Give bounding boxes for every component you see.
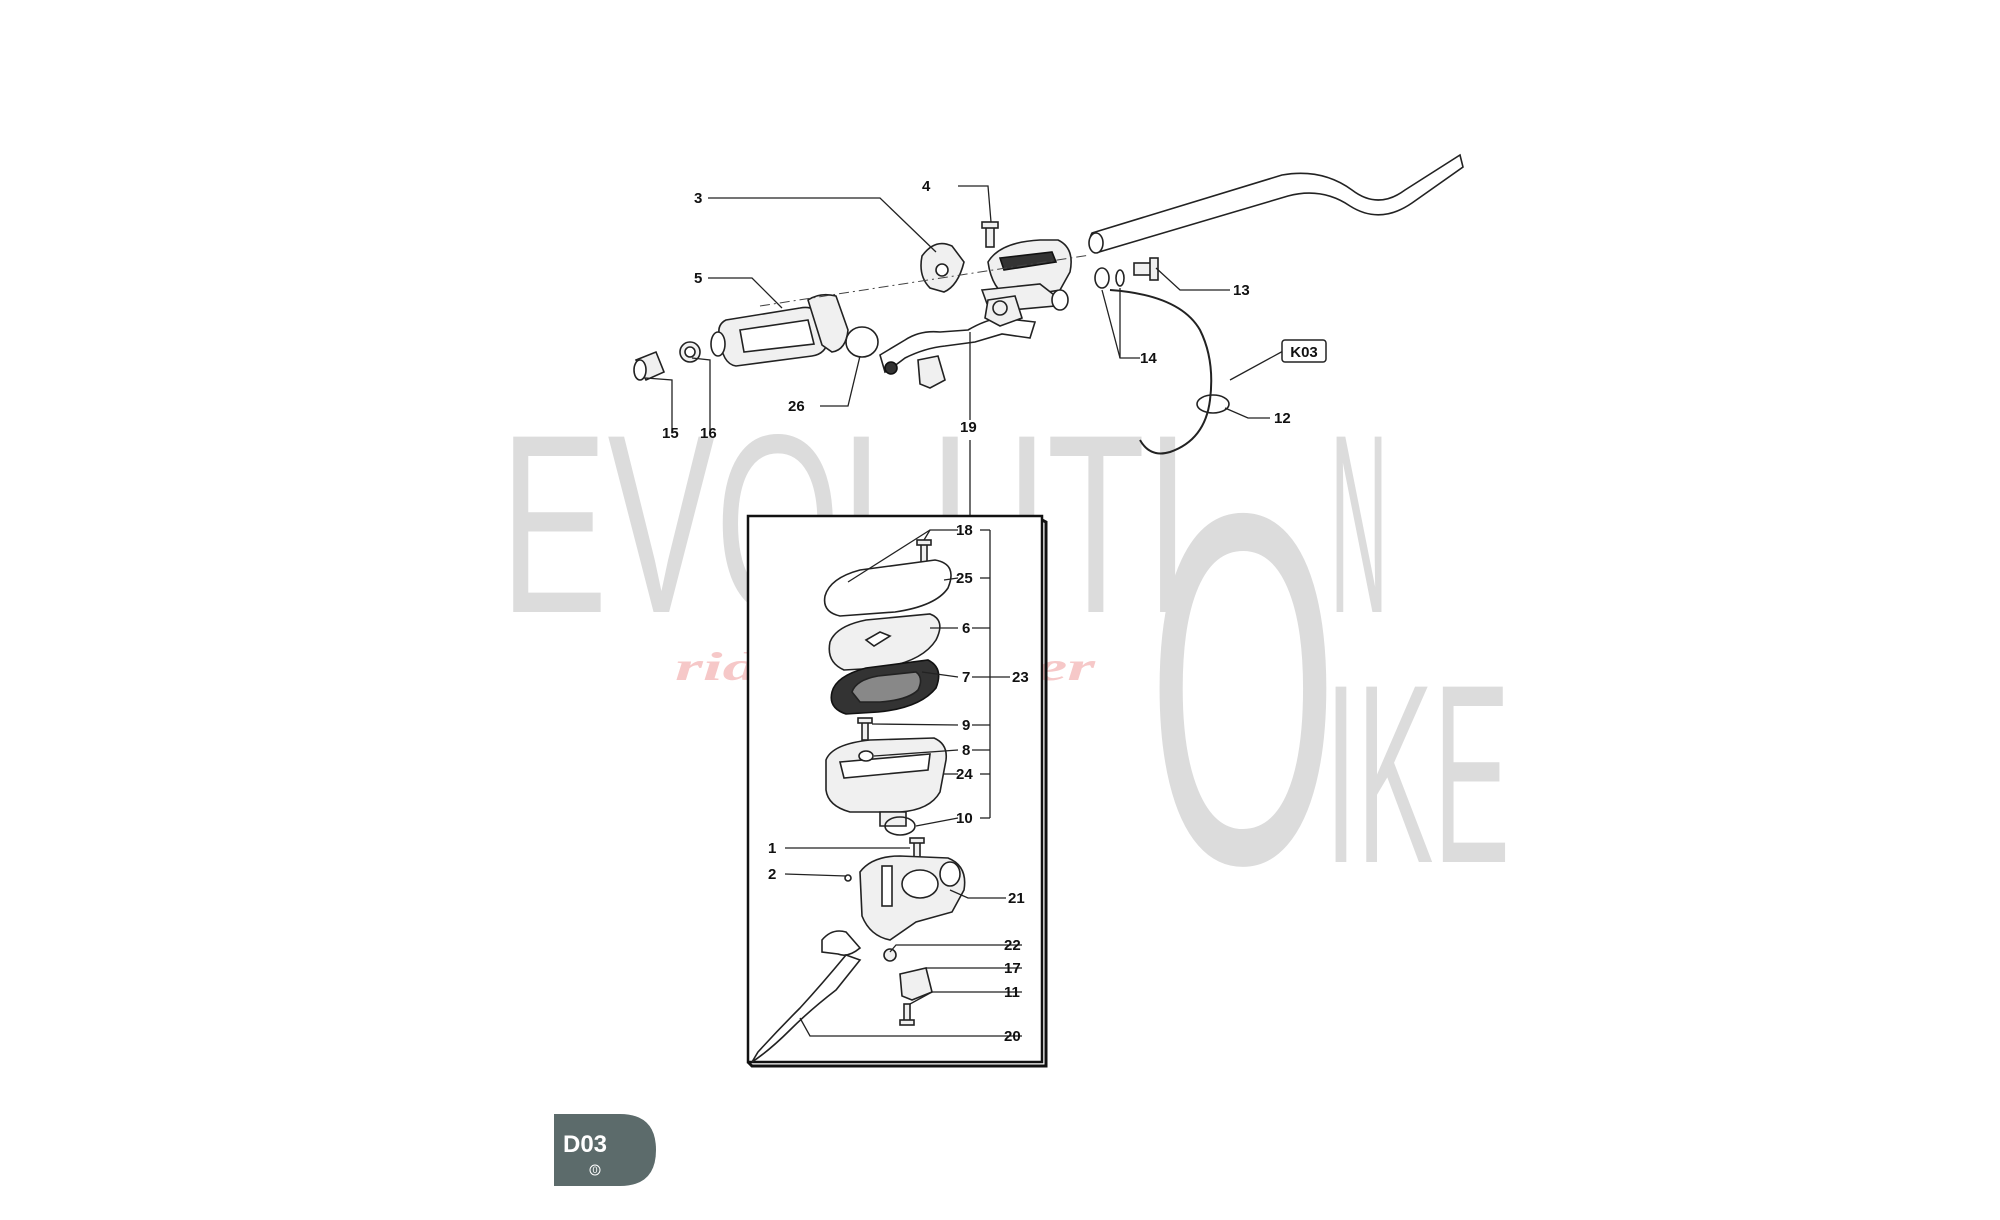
assembly-axis bbox=[759, 254, 1091, 307]
label-7: 7 bbox=[962, 669, 970, 686]
page-code-sub: 0 bbox=[592, 1165, 597, 1175]
label-25: 25 bbox=[956, 570, 973, 587]
label-10: 10 bbox=[956, 810, 973, 827]
label-4: 4 bbox=[922, 178, 931, 195]
label-2: 2 bbox=[768, 866, 776, 883]
label-15: 15 bbox=[662, 425, 679, 442]
washers-14 bbox=[1094, 267, 1125, 289]
clamp-12 bbox=[1196, 394, 1230, 414]
label-14: 14 bbox=[1140, 350, 1157, 367]
label-6: 6 bbox=[962, 620, 970, 637]
label-1: 1 bbox=[768, 840, 776, 857]
lever-19 bbox=[879, 295, 1037, 374]
label-20: 20 bbox=[1004, 1028, 1021, 1045]
banjo-bolt-13 bbox=[1133, 257, 1159, 281]
switch-block bbox=[884, 355, 946, 389]
detail-parts bbox=[751, 539, 966, 1063]
part-labels: 3 4 5 13 14 12 15 16 26 19 18 25 6 7 23 … bbox=[662, 178, 1291, 1045]
page-code: D03 bbox=[563, 1131, 607, 1158]
watermark-n: N bbox=[1330, 382, 1388, 667]
watermark-ike: IKE bbox=[1325, 632, 1510, 917]
bar-end-15 bbox=[633, 350, 666, 382]
label-21: 21 bbox=[1008, 890, 1025, 907]
watermark-big-o: O bbox=[1148, 409, 1338, 968]
reference-k03: K03 bbox=[1281, 339, 1327, 363]
label-24: 24 bbox=[956, 766, 973, 783]
label-17: 17 bbox=[1004, 960, 1021, 977]
label-19: 19 bbox=[960, 419, 977, 436]
screw-4 bbox=[981, 221, 999, 248]
label-11: 11 bbox=[1004, 984, 1020, 1001]
ring-26 bbox=[845, 326, 879, 358]
handlebar bbox=[1088, 153, 1464, 254]
bar-end-16 bbox=[679, 341, 701, 363]
leader-lines-detail bbox=[784, 529, 1022, 1037]
label-18: 18 bbox=[956, 522, 973, 539]
label-26: 26 bbox=[788, 398, 805, 415]
page-code-badge: D03 0 bbox=[554, 1114, 656, 1186]
label-3: 3 bbox=[694, 190, 702, 207]
label-22: 22 bbox=[1004, 937, 1021, 954]
reference-k03-label: K03 bbox=[1290, 344, 1318, 361]
leader-lines-upper bbox=[645, 185, 1286, 432]
label-9: 9 bbox=[962, 717, 970, 734]
switch-3 bbox=[920, 242, 965, 293]
label-23: 23 bbox=[1012, 669, 1029, 686]
grip-5 bbox=[710, 293, 849, 367]
label-13: 13 bbox=[1233, 282, 1250, 299]
label-16: 16 bbox=[700, 425, 717, 442]
label-12: 12 bbox=[1274, 410, 1291, 427]
label-5: 5 bbox=[694, 270, 702, 287]
label-8: 8 bbox=[962, 742, 970, 759]
